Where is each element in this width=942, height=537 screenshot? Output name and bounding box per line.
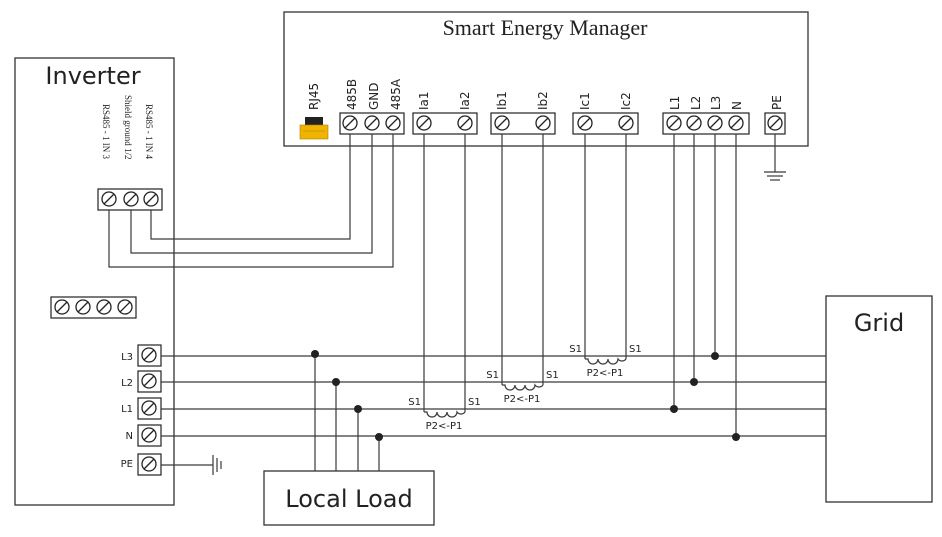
meter-terminal-screw-4 [457, 115, 473, 131]
ct-l1-s1-left: S1 [408, 397, 421, 408]
meter-terminal-screw-13 [767, 115, 783, 131]
meter-terminal-screw-6 [535, 115, 551, 131]
ct-l1-s1-right: S1 [468, 397, 481, 408]
meter-terminal-screw-0 [342, 115, 358, 131]
local-load-label: Local Load [285, 485, 412, 513]
rs485-terminal-screw-1 [123, 191, 139, 207]
ct-leads [423, 134, 627, 412]
grid-box [825, 295, 933, 503]
terminal-label-485b: 485B [345, 79, 359, 110]
terminal-label-gnd: GND [367, 82, 381, 110]
shield-ground-label: Shield ground 1/2 [123, 95, 133, 160]
terminal-label-ib1: Ib1 [495, 91, 509, 110]
aux-terminal-screw-1 [75, 299, 91, 315]
terminal-label-l3: L3 [709, 96, 723, 110]
rs485-terminal-screw-0 [101, 191, 117, 207]
power-terminal-screw-1 [141, 373, 157, 389]
rj45-label: RJ45 [307, 83, 321, 110]
terminal-label-n: N [730, 101, 744, 110]
meter-terminal-screw-1 [364, 115, 380, 131]
inverter-label-pe: PE [121, 459, 133, 470]
inverter-label-l3: L3 [121, 352, 133, 363]
line-terminal-block [662, 112, 750, 135]
meter-terminal-screw-9 [666, 115, 682, 131]
terminal-label-485a: 485A [389, 78, 403, 110]
earth-ground-icon [764, 171, 786, 181]
terminal-label-ia2: Ia2 [458, 91, 472, 110]
grid-label: Grid [854, 309, 904, 337]
power-terminal-screw-3 [141, 427, 157, 443]
inverter-label-l1: L1 [121, 404, 133, 415]
inverter-aux-terminal-block [50, 296, 137, 319]
power-lines [161, 355, 826, 437]
rs485-label-in4: RS485 - 1 IN 4 [144, 104, 154, 160]
ct-l2-s1-left: S1 [486, 370, 499, 381]
power-terminal-screw-2 [141, 400, 157, 416]
local-load-taps [311, 350, 383, 471]
terminal-label-l2: L2 [689, 96, 703, 110]
rj45-plug-icon [299, 117, 329, 140]
terminal-label-l1: L1 [668, 96, 682, 110]
inverter-earth-icon [212, 455, 222, 475]
ct-l1-direction: P2<-P1 [426, 421, 463, 432]
ct-l3: S1 S1 P2<-P1 [569, 344, 641, 379]
meter-terminal-screw-7 [577, 115, 593, 131]
rs485-label-in3: RS485 - 1 IN 3 [101, 104, 111, 160]
meter-terminal-screw-12 [728, 115, 744, 131]
rs485-terminal-screw-2 [143, 191, 159, 207]
meter-terminal-screw-11 [707, 115, 723, 131]
local-load-box [263, 470, 435, 526]
terminal-label-ia1: Ia1 [417, 91, 431, 110]
meter-terminal-screw-8 [618, 115, 634, 131]
terminal-label-ic1: Ic1 [578, 92, 592, 110]
voltage-sense-wires [670, 134, 740, 441]
ct-l3-s1-right: S1 [629, 344, 642, 355]
page-title: Smart Energy Manager [443, 15, 649, 40]
terminal-label-ib2: Ib2 [536, 91, 550, 110]
power-terminal-screw-0 [141, 347, 157, 363]
inverter-label-n: N [126, 431, 133, 442]
terminal-label-ic2: Ic2 [619, 92, 633, 110]
meter-terminal-screw-5 [494, 115, 510, 131]
inverter-title: Inverter [45, 62, 140, 90]
ct-l3-s1-left: S1 [569, 344, 582, 355]
aux-terminal-screw-2 [96, 299, 112, 315]
ct-l1: S1 S1 P2<-P1 [408, 397, 480, 432]
terminal-label-pe: PE [770, 95, 784, 110]
ct-l3-direction: P2<-P1 [587, 368, 624, 379]
inverter-label-l2: L2 [121, 378, 133, 389]
meter-terminal-screw-10 [686, 115, 702, 131]
ct-l2-direction: P2<-P1 [504, 394, 541, 405]
aux-terminal-screw-0 [54, 299, 70, 315]
meter-terminal-screw-2 [385, 115, 401, 131]
aux-terminal-screw-3 [117, 299, 133, 315]
ct-l2-s1-right: S1 [546, 370, 559, 381]
rs485-cable [108, 134, 394, 268]
power-terminal-screw-4 [141, 456, 157, 472]
ct-l2: S1 S1 P2<-P1 [486, 370, 558, 405]
meter-terminal-screw-3 [416, 115, 432, 131]
